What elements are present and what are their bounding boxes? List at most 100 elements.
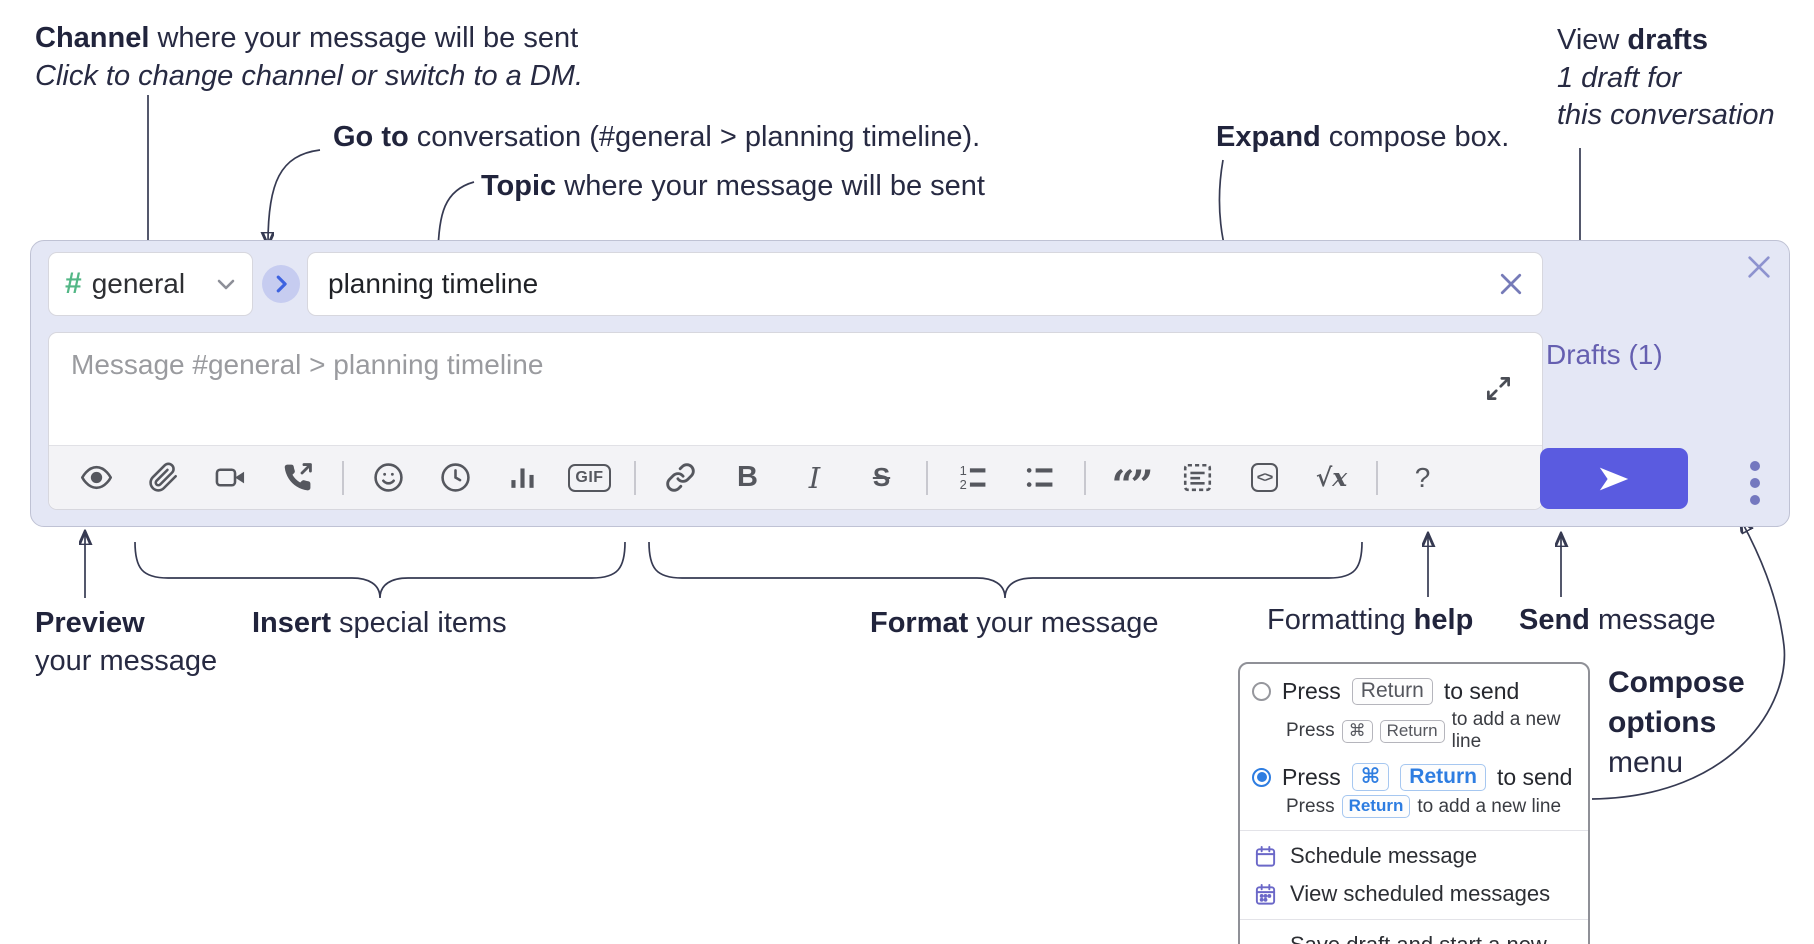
menu-option-return-to-send[interactable]: Press Return to send <box>1240 674 1588 707</box>
chevron-right-icon <box>276 275 287 293</box>
question-mark-icon: ? <box>1414 461 1431 493</box>
compose-options-kebab-icon[interactable] <box>1743 461 1767 505</box>
annotation-go-to-rest: conversation (#general > planning timeli… <box>408 121 981 153</box>
annotation-expand-bold: Expand <box>1216 121 1321 153</box>
inline-code-icon: <> <box>1250 463 1279 492</box>
kbd-return: Return <box>1379 719 1445 743</box>
option-text: Press <box>1282 763 1341 790</box>
annotation-send-rest: message <box>1589 604 1716 636</box>
bar-chart-icon <box>511 468 534 488</box>
menu-option-cmd-return-to-send[interactable]: Press ⌘ Return to send <box>1240 759 1588 793</box>
audio-clip-button[interactable] <box>264 452 331 504</box>
poll-button[interactable] <box>489 452 556 504</box>
formula-button[interactable]: √x <box>1298 452 1365 504</box>
emoji-button[interactable] <box>355 452 422 504</box>
gif-button[interactable]: GIF <box>556 452 623 504</box>
radio-selected-icon[interactable] <box>1252 767 1271 787</box>
expand-compose-icon[interactable] <box>1485 375 1512 402</box>
chevron-down-icon <box>217 279 235 290</box>
annotation-insert-rest: special items <box>330 607 507 639</box>
sub-text: to add a new line <box>1451 709 1561 752</box>
annotation-compose-options-line2: options <box>1608 706 1716 740</box>
annotation-format-bold: Format <box>870 607 969 639</box>
gif-icon: GIF <box>568 463 611 492</box>
menu-item-label: Schedule message <box>1290 843 1478 868</box>
phone-outgoing-icon <box>284 463 312 491</box>
send-button[interactable] <box>1540 448 1688 509</box>
calendar-dots-icon <box>1255 883 1276 905</box>
kbd-return: Return <box>1400 763 1486 791</box>
annotation-insert: Insert special items <box>252 607 507 640</box>
annotation-send-bold: Send <box>1519 604 1590 636</box>
video-clip-button[interactable] <box>197 452 264 504</box>
calendar-icon <box>1255 845 1276 867</box>
drafts-link[interactable]: Drafts (1) <box>1546 339 1663 370</box>
radio-unselected-icon[interactable] <box>1252 682 1271 701</box>
svg-text:1: 1 <box>960 463 967 478</box>
annotation-compose-options-line3: menu <box>1608 746 1684 779</box>
channel-hash-icon: # <box>65 267 82 300</box>
annotation-topic-bold: Topic <box>481 170 557 202</box>
smiley-icon <box>374 463 403 492</box>
annotation-formatting-help-bold: help <box>1413 604 1474 636</box>
channel-selector[interactable]: # general <box>48 252 253 316</box>
toolbar-divider <box>634 460 636 495</box>
inline-code-button[interactable]: <> <box>1231 452 1298 504</box>
blockquote-button[interactable]: “” <box>1097 452 1164 505</box>
bulleted-list-button[interactable] <box>1006 452 1073 504</box>
annotation-expand: Expand compose box. <box>1216 121 1509 154</box>
option-text: Press <box>1282 678 1341 704</box>
annotation-topic-rest: where your message will be sent <box>556 170 985 202</box>
link-button[interactable] <box>647 452 714 504</box>
svg-text:2: 2 <box>960 477 967 492</box>
annotation-go-to: Go to conversation (#general > planning … <box>333 121 980 154</box>
brace-format <box>648 541 1363 599</box>
bold-button[interactable]: B <box>714 452 781 504</box>
annotation-formatting-help-pre: Formatting <box>1267 604 1414 636</box>
annotation-preview-bold: Preview <box>35 607 145 639</box>
message-placeholder: Message #general > planning timeline <box>71 349 544 380</box>
kbd-cmd: ⌘ <box>1341 719 1373 743</box>
goto-conversation-button[interactable] <box>262 265 300 303</box>
menu-item-schedule-message[interactable]: Schedule message <box>1240 837 1588 875</box>
eye-icon <box>81 465 112 490</box>
strikethrough-button[interactable]: S <box>848 452 915 504</box>
sub-text: Press <box>1286 795 1335 817</box>
code-block-button[interactable] <box>1164 452 1231 504</box>
annotation-channel-rest: where your message will be sent <box>149 22 579 54</box>
annotation-view-drafts-pre: View <box>1557 24 1628 56</box>
annotation-compose-options-line1: Compose <box>1608 666 1745 700</box>
brace-insert <box>134 541 626 599</box>
close-compose-icon[interactable] <box>1743 251 1775 283</box>
schedule-button[interactable] <box>422 452 489 504</box>
bulleted-list-icon <box>1026 468 1053 487</box>
topic-input[interactable]: planning timeline <box>307 252 1543 316</box>
clear-topic-icon[interactable] <box>1496 269 1526 299</box>
annotation-channel-sub: Click to change channel or switch to a D… <box>35 60 584 92</box>
preview-button[interactable] <box>63 452 130 504</box>
message-area[interactable]: Message #general > planning timeline <box>48 332 1543 510</box>
italic-icon: I <box>808 460 821 495</box>
toolbar-divider <box>1376 460 1378 495</box>
annotation-expand-rest: compose box. <box>1320 121 1510 153</box>
kbd-cmd: ⌘ <box>1351 763 1390 791</box>
toolbar-divider <box>1084 460 1086 495</box>
send-plane-icon <box>1599 467 1629 490</box>
italic-button[interactable]: I <box>781 452 848 504</box>
annotation-channel-bold: Channel <box>35 22 150 54</box>
menu-item-save-draft[interactable]: Save draft and start a new message <box>1240 926 1588 944</box>
connector-goto <box>268 149 321 243</box>
menu-item-view-scheduled[interactable]: View scheduled messages <box>1240 875 1588 913</box>
sub-text: to add a new line <box>1417 795 1562 817</box>
formatting-help-button[interactable]: ? <box>1389 452 1456 504</box>
annotation-send: Send message <box>1519 604 1716 637</box>
attach-file-button[interactable] <box>130 452 197 504</box>
compose-options-menu: Press Return to send Press ⌘ Return to a… <box>1238 662 1590 944</box>
clock-icon <box>441 463 470 492</box>
kbd-return: Return <box>1351 678 1433 705</box>
annotation-view-drafts-bold: drafts <box>1627 24 1708 56</box>
ordered-list-button[interactable]: 1 2 <box>939 452 1006 504</box>
annotation-preview-line2: your message <box>35 645 218 677</box>
annotation-compose-options-bold2: options <box>1608 706 1717 739</box>
